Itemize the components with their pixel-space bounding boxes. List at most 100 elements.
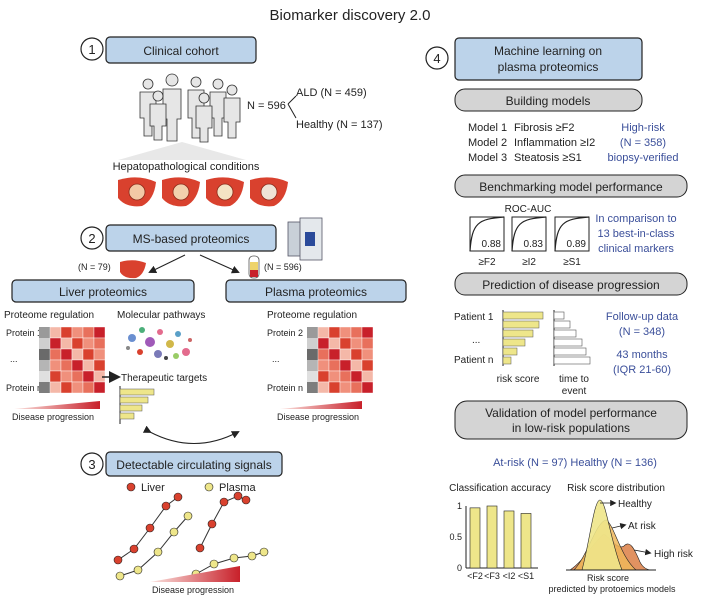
heatmap-cell [350,370,363,383]
heatmap-annotation-cell [307,338,318,349]
heatmap-cell [71,381,84,394]
svg-text:43 months: 43 months [616,349,668,361]
plasma-tube-icon [248,255,260,279]
roc-label: ≥S1 [563,257,581,268]
figure-title: Biomarker discovery 2.0 [270,7,431,24]
heatmap-cell [361,381,374,394]
heatmap-cell [317,348,330,361]
healthy-density [581,499,623,571]
high-risk-label: High-risk [621,122,665,134]
heatmap-cell [60,326,73,339]
clinical-cohort-label: Clinical cohort [143,44,219,58]
heatmap-annotation-cell [39,371,50,382]
cohort-n: N = 596 [247,100,286,112]
people-group-icon [139,73,241,143]
plasma-sample-n: (N = 596) [264,262,302,272]
heatmap-cell [339,359,352,372]
heatmap-cell [82,370,95,383]
pathway-network-icon [126,327,192,360]
heatmap-cell [93,348,106,361]
section3-disease-progression: Disease progression [152,585,234,595]
time-to-event-label-1: time to [559,374,589,385]
svg-text:4: 4 [433,51,440,66]
step-number-3 [80,452,104,476]
risk-distribution-label: Risk score distribution [567,483,665,494]
svg-text:Fibrosis ≥F2: Fibrosis ≥F2 [514,122,574,134]
heatmap-cell [317,381,330,394]
heatmap-cell [71,370,84,383]
section-3-circulating-signals: 3 Detectable circulating signals Liver P… [80,451,283,595]
cohort-split-lines [287,95,297,119]
heatmap-annotation-cell [39,382,50,393]
roc-value: 0.83 [524,239,544,250]
roc-curve [469,216,505,252]
heatmap-cell [317,326,330,339]
heatmap-cell [93,337,106,350]
split-arrow-left [148,254,186,273]
clinical-cohort-box [105,36,257,64]
section-1-clinical-cohort: 1 Clinical cohort N = 596 ALD (N = 459) … [80,36,383,207]
signal-plot-left-points [113,492,193,581]
heatmap-cell [350,359,363,372]
therapeutic-bar-icon [119,386,155,424]
therapeutic-targets-label: Therapeutic targets [121,373,207,384]
signal-plot-right-points [191,491,269,579]
healthy-label: Healthy [618,499,652,510]
acc-tick-label: 1 [457,501,462,511]
acc-tick-label: 0 [457,563,462,573]
acc-category-label: <S1 [518,571,534,581]
svg-text:Protein n: Protein n [267,383,303,393]
heatmap-cell [328,370,341,383]
heatmap-cell [60,359,73,372]
heatmap-annotation-cell [39,360,50,371]
heatmap-cell [93,381,106,394]
roc-panel [511,216,547,252]
step-number-4 [425,46,449,70]
plasma-proteome-regulation: Proteome regulation [267,310,357,321]
heatmap-cell [49,337,62,350]
heatmap-cell [328,348,341,361]
liver-icons [118,177,288,207]
acc-tick-label: 0.5 [449,532,462,542]
heatmap-cell [60,348,73,361]
risk-score-axis-label: Risk score [587,573,629,583]
ms-proteomics-box [105,224,277,252]
at-risk-healthy-counts: At-risk (N = 97) Healthy (N = 136) [493,457,657,469]
heatmap-cell [82,359,95,372]
signal-plot-left [117,496,189,577]
accuracy-bar-chart: 10.50<F2<F3<I2<S1 [449,501,538,581]
liver-proteome-regulation: Proteome regulation [4,310,94,321]
roc-value: 0.88 [482,239,502,250]
svg-text:Validation of model performanc: Validation of model performance [485,406,657,420]
acc-bar [520,513,532,569]
heatmap-cell [49,326,62,339]
section-2-ms-proteomics: 2 MS-based proteomics (N = 79) (N = 596)… [4,217,407,444]
predicted-by-label: predicted by protoemics models [548,584,676,594]
heatmap-annotation-cell [39,338,50,349]
prediction-box [454,272,688,296]
svg-text:Protein n: Protein n [6,383,42,393]
classification-accuracy-label: Classification accuracy [449,483,551,494]
heatmap-cell [71,337,84,350]
prediction-label: Prediction of disease progression [482,278,659,292]
plasma-proteomics-box [225,279,407,303]
svg-text:Patient 1: Patient 1 [454,312,494,323]
roc-curve [554,216,590,252]
plasma-legend-label: Plasma [219,482,257,494]
acc-category-label: <F3 [484,571,500,581]
svg-text:...: ... [10,354,18,364]
acc-category-label: <I2 [503,571,516,581]
acc-bar [469,507,481,569]
svg-text:Steatosis ≥S1: Steatosis ≥S1 [514,152,582,164]
heatmap-cell [328,381,341,394]
svg-text:(IQR 21-60): (IQR 21-60) [613,364,671,376]
heatmap-cell [350,337,363,350]
liver-sample-n: (N = 79) [78,262,111,272]
svg-text:2: 2 [88,231,95,246]
heatmap-annotation-cell [39,349,50,360]
svg-text:Model 1: Model 1 [468,122,507,134]
signal-plot-right [195,495,265,575]
svg-text:in low-risk populations: in low-risk populations [512,421,630,435]
step-number-1 [80,37,104,61]
heatmap-cell [339,381,352,394]
